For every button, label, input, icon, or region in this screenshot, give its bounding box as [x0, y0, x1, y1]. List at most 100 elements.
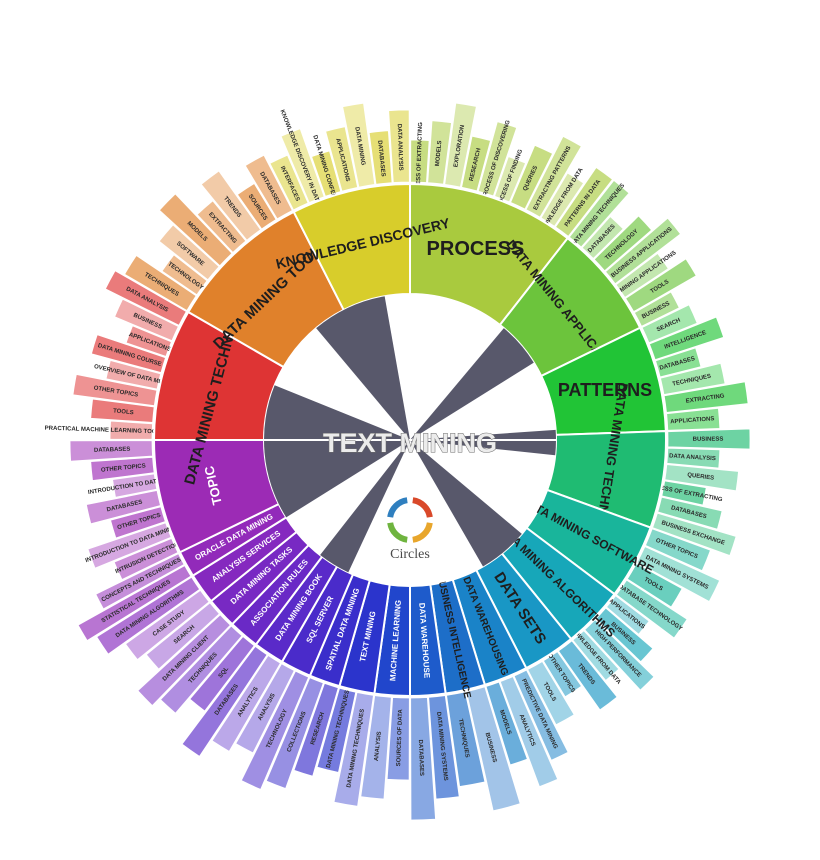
outer-band-dm-applications-0 — [568, 179, 630, 248]
outer-band-topic-1 — [87, 522, 172, 569]
outer-band-topic-4 — [112, 473, 158, 498]
outer-band-data-mining-book-0 — [211, 654, 281, 752]
outer-band-dm-algorithms-3 — [572, 630, 620, 681]
outer-band-patterns-5 — [666, 407, 721, 431]
outer-band-knowledge-discovery-2 — [311, 150, 342, 197]
outer-band-data-sets-1 — [542, 651, 582, 698]
outer-band-dm-techniques-4 — [90, 334, 166, 374]
outer-band-dm-applications-3 — [605, 217, 682, 285]
outer-label: DATA ANALYSIS — [396, 124, 404, 171]
outer-band-patterns-4 — [663, 381, 749, 413]
outer-band-knowledge-discovery-4 — [342, 102, 376, 188]
outer-band-patterns-3 — [660, 362, 726, 395]
outer-band-knowledge-discovery-5 — [368, 130, 393, 185]
outer-band-dm-technology-2 — [664, 464, 739, 492]
outer-band-process-6 — [510, 144, 554, 210]
outer-label: APPLICATIONS — [670, 416, 715, 425]
logo-arc — [412, 497, 433, 518]
outer-band-text-mining-0 — [333, 692, 374, 807]
outer-band-knowledge-discovery-3 — [325, 126, 359, 192]
outer-band-data-mining-tasks-1 — [145, 602, 220, 670]
hub-wedge — [410, 429, 556, 456]
outer-band-dm-techniques-2 — [72, 374, 158, 407]
outer-band-spatial-data-mining-1 — [265, 677, 324, 789]
outer-band-topic-2 — [110, 506, 166, 539]
outer-band-process-4 — [477, 121, 518, 197]
outer-band-dm-algorithms-0 — [606, 595, 650, 635]
outer-band-topic-3 — [85, 490, 161, 525]
logo-arc — [387, 522, 408, 543]
outer-band-analysis-services-1 — [96, 576, 201, 655]
outer-band-dm-tools-4 — [196, 200, 247, 253]
logo-text: Circles — [390, 547, 430, 562]
outer-band-dm-tools-2 — [158, 224, 220, 281]
outer-band-dm-technology-0 — [667, 428, 751, 450]
outer-band-process-8 — [540, 172, 585, 227]
outer-band-data-warehousing-0 — [513, 669, 569, 761]
outer-band-analysis-services-0 — [125, 589, 210, 661]
outer-band-dm-software-3 — [615, 579, 688, 639]
outer-band-dm-tools-5 — [200, 170, 262, 241]
outer-band-sql-server-0 — [240, 670, 310, 790]
outer-band-dm-tools-0 — [124, 255, 197, 311]
outer-band-dm-software-0 — [644, 528, 711, 572]
outer-band-data-mining-book-1 — [181, 645, 268, 757]
outer-label: DATABASES — [94, 447, 131, 454]
segment-label-process: PROCESS — [427, 238, 525, 260]
outer-label: DATABASES — [417, 740, 424, 777]
circles-logo: Circles — [387, 497, 433, 562]
hub-wedge — [316, 296, 410, 440]
outer-band-knowledge-discovery-1 — [280, 128, 325, 204]
outer-label: BUSINESS — [693, 437, 724, 443]
outer-band-process-7 — [525, 135, 582, 218]
outer-band-dm-applications-6 — [633, 291, 680, 327]
outer-label: DATABASES — [376, 140, 386, 177]
hub-wedge — [410, 328, 534, 440]
outer-band-dm-techniques-0 — [109, 420, 153, 440]
outer-band-knowledge-discovery-6 — [388, 109, 410, 183]
outer-band-knowledge-discovery-0 — [269, 154, 309, 211]
outer-band-data-warehouse-0 — [428, 695, 460, 800]
outer-band-dm-tools-3 — [158, 193, 233, 267]
outer-band-patterns-2 — [655, 347, 702, 378]
outer-label: EXTRACTING — [685, 393, 725, 404]
outer-band-oracle-data-mining-0 — [77, 565, 192, 642]
outer-band-spatial-data-mining-0 — [293, 682, 339, 777]
outer-band-association-rules-1 — [160, 625, 243, 714]
logo-arc — [412, 522, 433, 543]
outer-label: SOURCES OF DATA — [396, 709, 404, 767]
outer-band-dm-applications-5 — [625, 258, 697, 313]
outer-band-sql-server-1 — [235, 663, 295, 754]
outer-band-dm-tools-7 — [244, 154, 293, 220]
outer-band-dm-tools-6 — [236, 183, 277, 230]
outer-band-machine-learning-0 — [386, 696, 410, 781]
outer-band-association-rules-0 — [189, 636, 255, 712]
outer-band-dm-software-2 — [626, 563, 683, 608]
outer-band-dm-techniques-1 — [90, 398, 155, 423]
outer-label: PRACTICAL MACHINE LEARNING TOOLS AND TEC… — [45, 426, 220, 438]
outer-label: ANALYSIS — [374, 731, 383, 761]
outer-band-process-9 — [555, 166, 614, 237]
segment-label-patterns: PATTERNS — [558, 380, 652, 400]
outer-label: DATA ANALYSIS — [669, 453, 716, 462]
outer-band-dm-applications-4 — [615, 252, 669, 298]
outer-band-patterns-1 — [648, 316, 725, 361]
hub-wedge — [410, 440, 522, 567]
outer-band-process-5 — [494, 156, 527, 203]
outer-band-business-intelligence-0 — [466, 686, 521, 812]
outer-band-machine-learning-1 — [360, 695, 392, 800]
outer-band-data-mining-tasks-0 — [137, 614, 231, 707]
outer-band-topic-5 — [90, 456, 155, 481]
outer-band-dm-techniques-5 — [125, 325, 172, 357]
outer-band-patterns-0 — [641, 304, 698, 344]
outer-label: OTHER TOPICS — [101, 463, 146, 473]
hub-wedge — [320, 440, 410, 573]
outer-band-dm-techniques-3 — [105, 360, 162, 390]
outer-band-data-sets-2 — [527, 660, 575, 726]
outer-band-dm-techniques-6 — [114, 298, 179, 342]
logo-arc — [387, 497, 408, 518]
outer-band-dm-techniques-7 — [104, 270, 187, 326]
